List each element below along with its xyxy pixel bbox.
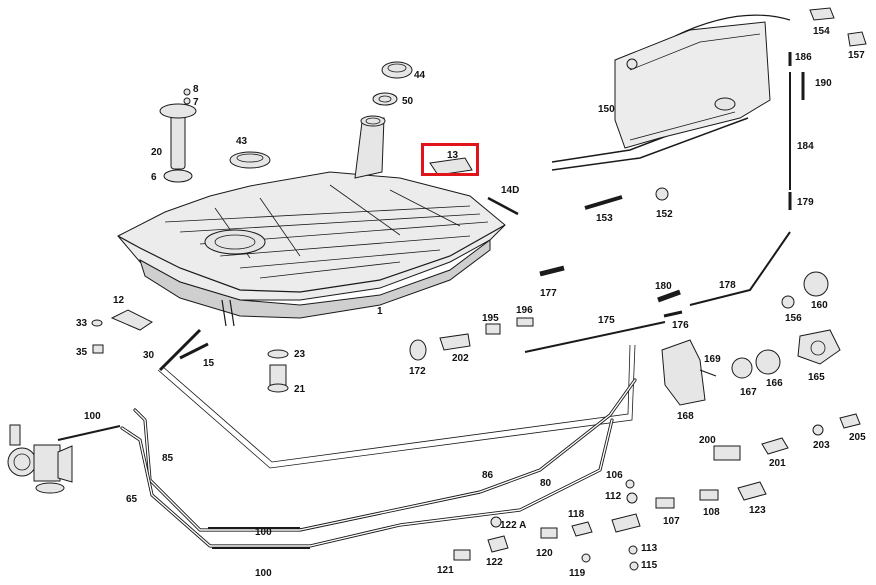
label-202: 202 [452, 353, 469, 364]
label-165: 165 [808, 372, 825, 383]
label-153: 153 [596, 213, 613, 224]
label-156: 156 [785, 313, 802, 324]
label-177: 177 [540, 288, 557, 299]
label-115: 115 [641, 560, 658, 571]
label-190: 190 [815, 78, 832, 89]
bracket [429, 157, 473, 176]
cap-seal [372, 92, 398, 106]
label-20: 20 [151, 147, 163, 158]
label-180: 180 [655, 281, 672, 292]
label-200: 200 [699, 435, 716, 446]
label-21: 21 [294, 384, 306, 395]
label-152: 152 [656, 209, 673, 220]
label-160: 160 [811, 300, 828, 311]
label-33: 33 [76, 318, 88, 329]
label-176: 176 [672, 320, 689, 331]
label-6: 6 [151, 172, 157, 183]
label-205: 205 [849, 432, 866, 443]
label-178: 178 [719, 280, 736, 291]
label-196: 196 [516, 305, 533, 316]
label-15: 15 [203, 358, 215, 369]
rod [487, 196, 519, 216]
fuel-lines [57, 14, 791, 549]
label-150: 150 [598, 104, 615, 115]
label-179: 179 [797, 197, 814, 208]
label-112: 112 [605, 491, 622, 502]
label-172: 172 [409, 366, 426, 377]
label-108: 108 [703, 507, 720, 518]
highlight-box [421, 143, 479, 176]
fuel-tank [117, 115, 506, 327]
label-169: 169 [704, 354, 721, 365]
label-13: 13 [447, 150, 459, 161]
expansion-tank [614, 21, 771, 149]
plate [110, 309, 153, 331]
label-121: 121 [437, 565, 454, 576]
label-100-top: 100 [84, 411, 101, 422]
label-80: 80 [540, 478, 552, 489]
label-195: 195 [482, 313, 499, 324]
label-100-bottom: 100 [255, 568, 272, 579]
label-44: 44 [414, 70, 426, 81]
label-100-mid: 100 [255, 527, 272, 538]
label-186: 186 [795, 52, 812, 63]
label-123: 123 [749, 505, 766, 516]
label-113: 113 [641, 543, 658, 554]
label-122: 122 [486, 557, 503, 568]
label-30: 30 [143, 350, 155, 361]
fuel-pump [7, 424, 73, 494]
label-122a: 122 A [500, 520, 527, 531]
label-8: 8 [193, 84, 199, 95]
label-168: 168 [677, 411, 694, 422]
label-175: 175 [598, 315, 615, 326]
label-118: 118 [568, 509, 585, 520]
label-35: 35 [76, 347, 88, 358]
label-12: 12 [113, 295, 125, 306]
label-14d: 14D [501, 185, 520, 196]
label-85: 85 [162, 453, 174, 464]
sender-unit [159, 88, 197, 183]
label-154: 154 [813, 26, 830, 37]
label-120: 120 [536, 548, 553, 559]
label-157: 157 [848, 50, 865, 61]
label-1: 1 [377, 306, 383, 317]
rubber-ring [229, 151, 271, 169]
label-50: 50 [402, 96, 414, 107]
label-23: 23 [294, 349, 306, 360]
label-166: 166 [766, 378, 783, 389]
label-43: 43 [236, 136, 248, 147]
label-203: 203 [813, 440, 830, 451]
label-65: 65 [126, 494, 138, 505]
label-86: 86 [482, 470, 494, 481]
label-119: 119 [569, 568, 586, 579]
label-201: 201 [769, 458, 786, 469]
label-106: 106 [606, 470, 623, 481]
label-184: 184 [797, 141, 814, 152]
label-7: 7 [193, 97, 199, 108]
label-107: 107 [663, 516, 680, 527]
label-167: 167 [740, 387, 757, 398]
